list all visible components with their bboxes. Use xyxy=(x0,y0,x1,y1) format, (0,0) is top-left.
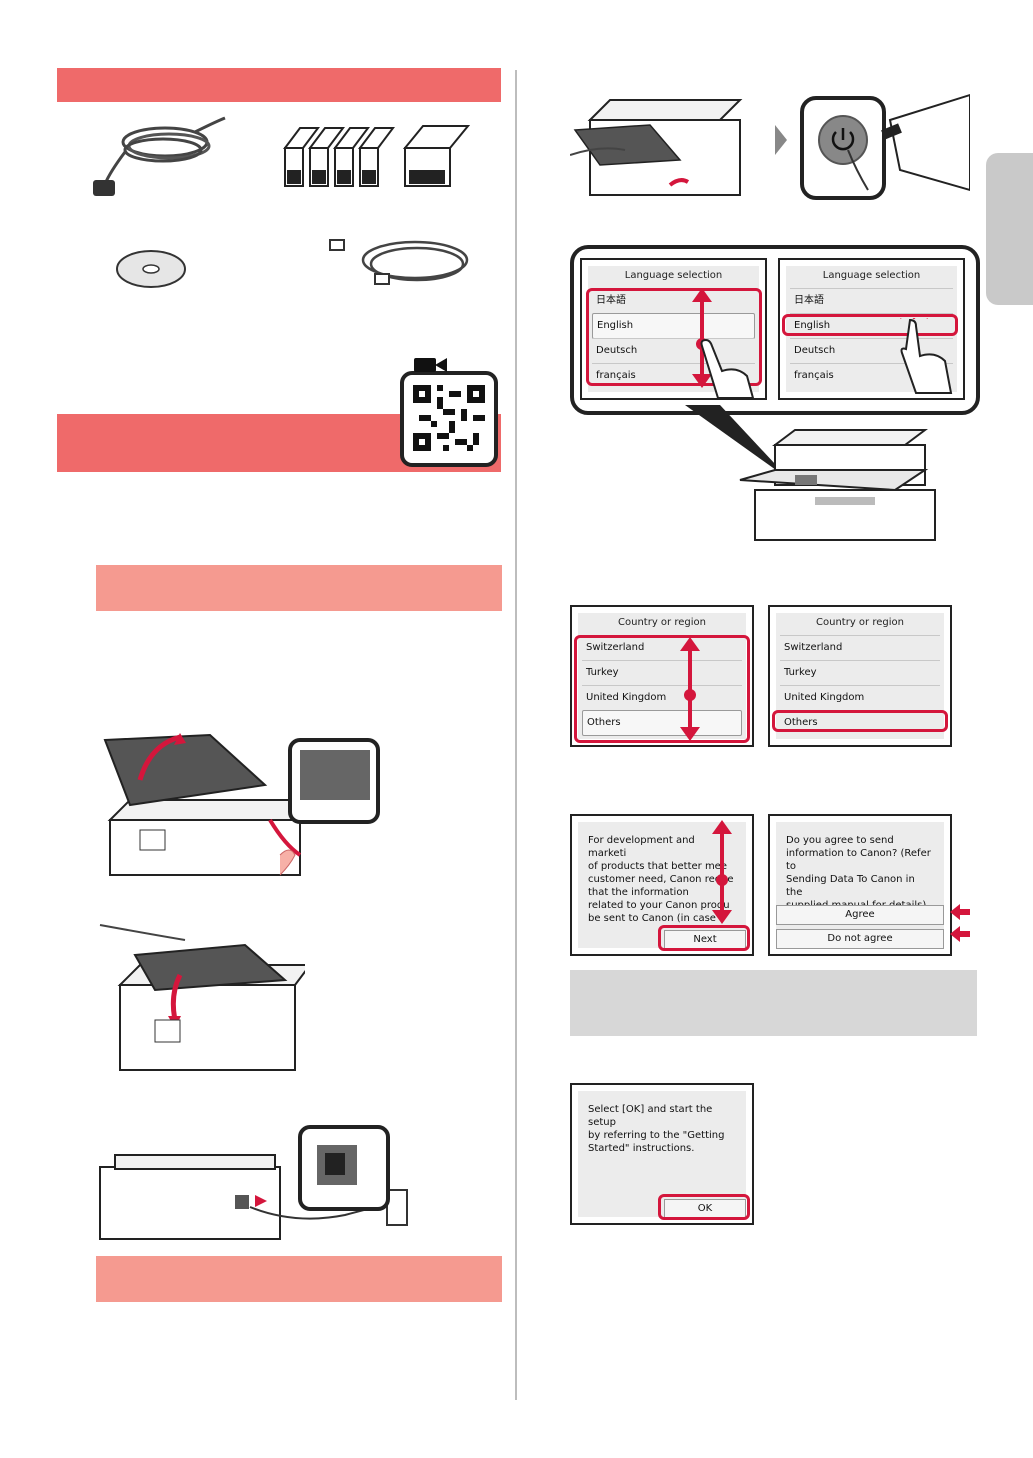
english-highlight xyxy=(782,314,958,336)
column-divider xyxy=(515,70,517,1400)
language-side-tab xyxy=(986,153,1033,305)
country-item-2[interactable]: United Kingdom xyxy=(582,685,742,710)
lcd-language-title-2: Language selection xyxy=(822,270,921,281)
others-highlight xyxy=(772,710,948,732)
note-bar xyxy=(570,970,977,1036)
lcd-country-select: Country or region Switzerland Turkey Uni… xyxy=(768,605,952,747)
ok-text: Select [OK] and start the setup by refer… xyxy=(588,1104,725,1154)
lcd-language-title: Language selection xyxy=(624,270,723,281)
lcd-language-select: Language selection 日本語 English Deutsch f… xyxy=(778,258,965,400)
country-item-1-b[interactable]: Turkey xyxy=(780,660,940,685)
lcd-ok-inner: Select [OK] and start the setup by refer… xyxy=(578,1091,746,1219)
header-bar-components xyxy=(57,68,501,102)
sub-step-bar-b xyxy=(96,1256,502,1302)
power-cord-connection-illustration xyxy=(99,1125,408,1240)
finger-icon xyxy=(700,338,755,398)
video-camera-icon xyxy=(414,358,436,372)
lcd-country-scroll: Country or region Switzerland Turkey Uni… xyxy=(570,605,754,747)
agree-text: Do you agree to send information to Cano… xyxy=(786,835,931,911)
lcd-country-select-inner: Country or region Switzerland Turkey Uni… xyxy=(776,613,944,739)
video-qr-code[interactable] xyxy=(400,358,498,467)
data-scroll-arrow-icon xyxy=(712,820,732,924)
country-scroll-arrow-icon xyxy=(680,637,700,741)
language-item-3[interactable]: français xyxy=(592,363,755,388)
language-item-2-b[interactable]: Deutsch xyxy=(790,338,953,363)
ok-button[interactable]: OK xyxy=(664,1199,746,1219)
lcd-data-info: For development and marketi of products … xyxy=(570,814,754,956)
setup-cd-illustration xyxy=(116,250,186,288)
ok-highlight xyxy=(658,1194,750,1220)
data-info-text: For development and marketi of products … xyxy=(588,835,734,924)
lcd-country-scroll-inner: Country or region Switzerland Turkey Uni… xyxy=(578,613,746,739)
language-item-3-b[interactable]: français xyxy=(790,363,953,388)
tap-finger-icon xyxy=(900,318,953,394)
lcd-agree-inner: Do you agree to send information to Cano… xyxy=(776,822,944,949)
country-item-0-b[interactable]: Switzerland xyxy=(780,635,940,660)
language-item-1[interactable]: English xyxy=(592,313,755,339)
printer-power-on-illustration xyxy=(570,93,970,200)
do-not-agree-button[interactable]: Do not agree xyxy=(776,929,944,949)
lcd-country-title-2: Country or region xyxy=(816,617,904,628)
lcd-language-scroll: Language selection 日本語 English Deutsch f… xyxy=(580,258,767,400)
country-item-2-b[interactable]: United Kingdom xyxy=(780,685,940,710)
language-item-1-b[interactable]: English xyxy=(790,313,953,338)
callout-pointer xyxy=(685,405,790,480)
next-highlight xyxy=(658,925,750,951)
lcd-agree: Do you agree to send information to Cano… xyxy=(768,814,952,956)
video-camera-lens-icon xyxy=(435,358,447,372)
printer-open-illustration xyxy=(103,733,380,876)
ink-cartridges-illustration xyxy=(283,125,471,187)
country-item-3[interactable]: Others xyxy=(582,710,742,736)
printer-close-illustration xyxy=(99,924,305,1071)
printer-panel-illustration xyxy=(739,429,936,541)
qr-code-icon xyxy=(413,385,485,451)
sub-step-bar-a xyxy=(96,565,502,611)
lan-cable-illustration xyxy=(329,239,469,285)
lcd-country-title: Country or region xyxy=(618,617,706,628)
country-item-1[interactable]: Turkey xyxy=(582,660,742,685)
agree-button[interactable]: Agree xyxy=(776,905,944,925)
lcd-ok: Select [OK] and start the setup by refer… xyxy=(570,1083,754,1225)
country-scroll-highlight xyxy=(574,635,750,743)
language-item-0-b[interactable]: 日本語 xyxy=(790,288,953,313)
language-item-2[interactable]: Deutsch xyxy=(592,338,755,363)
agree-arrows-icon xyxy=(950,904,970,942)
scroll-highlight xyxy=(586,288,762,386)
power-cord-illustration xyxy=(93,116,226,196)
